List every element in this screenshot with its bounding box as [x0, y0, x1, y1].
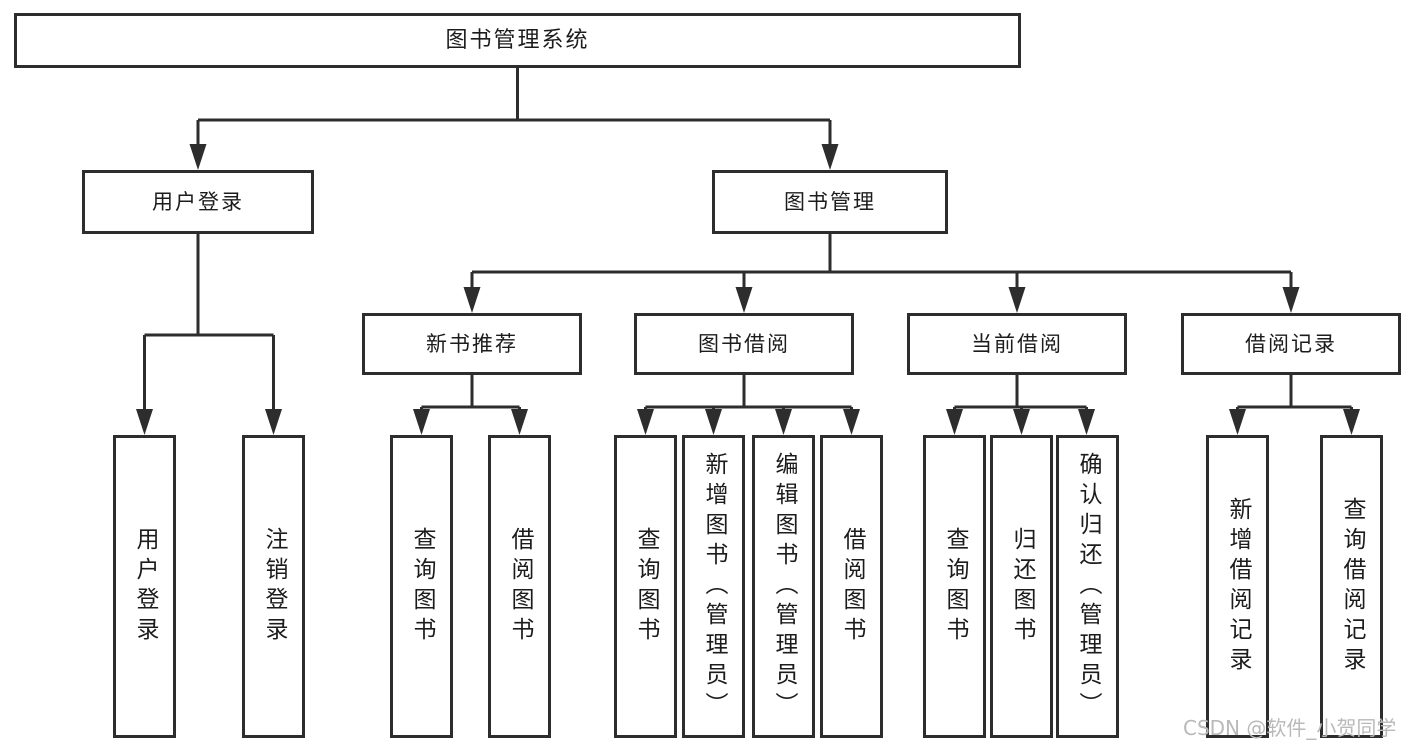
leaf-add-borrow-record: 新增借阅记录 — [1206, 435, 1269, 738]
leaf-add-books-admin: 新增图书（管理员） — [682, 435, 745, 738]
node-book-borrowing: 图书借阅 — [634, 313, 854, 375]
leaf-query-books-borrowing: 查询图书 — [614, 435, 677, 738]
node-new-book-recommendation: 新书推荐 — [362, 313, 582, 375]
leaf-return-books: 归还图书 — [990, 435, 1053, 738]
csdn-watermark: CSDN @软件_小贺同学 — [1183, 716, 1397, 740]
node-book-management: 图书管理 — [712, 170, 948, 234]
node-user-login: 用户登录 — [82, 170, 314, 234]
node-borrowing-records: 借阅记录 — [1181, 313, 1401, 375]
leaf-borrow-books: 借阅图书 — [820, 435, 883, 738]
node-library-management-system: 图书管理系统 — [14, 13, 1021, 68]
leaf-query-borrow-record: 查询借阅记录 — [1320, 435, 1383, 738]
leaf-logout: 注销登录 — [242, 435, 305, 738]
leaf-query-books-recommend: 查询图书 — [390, 435, 453, 738]
node-current-borrowing: 当前借阅 — [907, 313, 1127, 375]
leaf-confirm-return-admin: 确认归还（管理员） — [1056, 435, 1119, 738]
leaf-borrow-books-recommend: 借阅图书 — [488, 435, 551, 738]
leaf-edit-books-admin: 编辑图书（管理员） — [752, 435, 815, 738]
arrowheads — [136, 144, 1360, 435]
leaf-query-books-current: 查询图书 — [923, 435, 986, 738]
leaf-user-login: 用户登录 — [113, 435, 176, 738]
